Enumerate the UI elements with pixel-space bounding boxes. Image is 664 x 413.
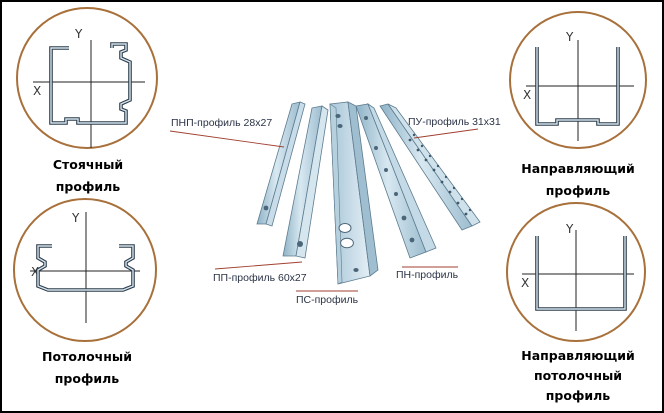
pp-leader-line [214, 261, 303, 270]
ceiling-guide-profile-caption: Направляющий потолочный профиль [504, 346, 652, 406]
guide-y-label: Y [565, 30, 574, 44]
ceiling-y-label: Y [71, 211, 80, 225]
pp-profile-strip [282, 105, 329, 259]
pu-leader-line [413, 128, 479, 139]
guide-profile-caption: Направляющий профиль [504, 158, 652, 202]
caption-line: Направляющий [521, 348, 635, 363]
pn-profile-strip [355, 102, 437, 259]
ceiling-profile-caption: Потолочный профиль [18, 346, 156, 390]
caption-line: Направляющий [521, 161, 635, 176]
ceiling-x-label: X [31, 265, 39, 279]
caption-line: профиль [545, 183, 611, 198]
stud-x-label: X [33, 84, 41, 98]
pnp-profile-label: ПНП-профиль 28x27 [171, 117, 273, 129]
pp-profile-label: ПП-профиль 60x27 [213, 272, 307, 284]
stud-y-label: Y [74, 27, 83, 41]
profiles-3d-illustration [169, 101, 481, 292]
caption-line: потолочный [533, 368, 623, 383]
caption-line: профиль [545, 388, 611, 403]
caption-line: Стоячный [52, 157, 124, 172]
stud-profile-caption: Стоячный профиль [20, 154, 156, 198]
ceiling-guide-x-label: X [521, 276, 529, 290]
pnp-leader-line [169, 130, 285, 148]
caption-line: Потолочный [42, 349, 132, 364]
ceiling-guide-profile-section: Y X [506, 202, 646, 342]
pu-profile-label: ПУ-профиль 31x31 [408, 116, 501, 128]
caption-line: профиль [54, 371, 120, 386]
caption-line: профиль [55, 179, 121, 194]
pnp-profile-strip [256, 101, 306, 227]
ceiling-guide-y-label: Y [565, 222, 574, 236]
pn-profile-label: ПН-профиль [396, 269, 459, 281]
ps-profile-strip [329, 101, 379, 285]
guide-profile-section: Y X [509, 11, 647, 149]
ceiling-profile-circle [13, 198, 157, 342]
guide-x-label: X [523, 88, 531, 102]
stud-profile-section: Y X [16, 7, 158, 149]
pu-profile-strip [379, 103, 481, 231]
ps-profile-label: ПС-профиль [296, 294, 359, 306]
stud-profile-circle [16, 7, 158, 149]
ceiling-profile-section: Y X [13, 198, 157, 342]
